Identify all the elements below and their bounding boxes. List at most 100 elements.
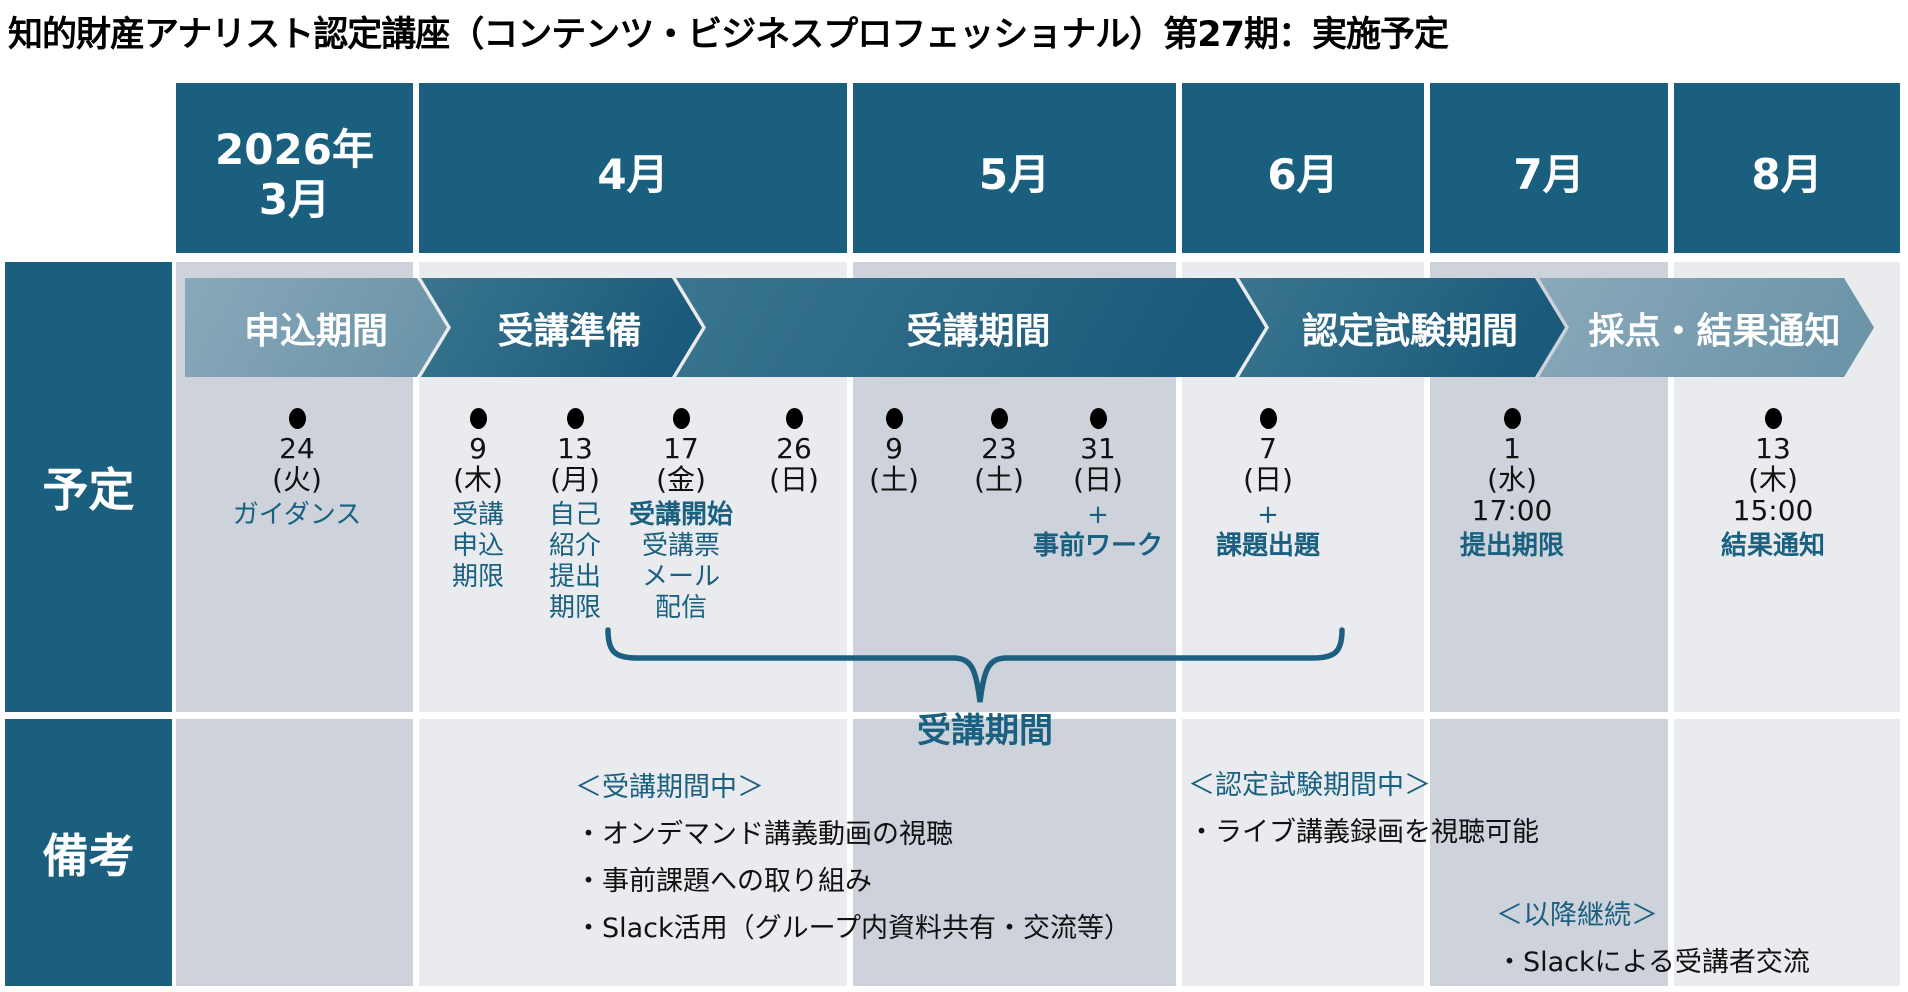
row-label-schedule: 予定 [5, 262, 172, 712]
event-note: 受講票 [641, 531, 720, 561]
phase-label: 受講準備 [497, 310, 642, 352]
brace-label: 受講期間 [917, 711, 1053, 751]
event-notes: 受講開始 受講票 メール 配信 [591, 500, 771, 624]
phase-arrow-course-preparation: 受講準備 [421, 278, 702, 377]
month-header-label: 8月 [1751, 149, 1823, 199]
timeline-dot [1764, 408, 1782, 429]
event-day: 23 [981, 432, 1017, 465]
phase-label: 申込期間 [243, 310, 388, 352]
event-may-9: 9 (土) [804, 408, 984, 495]
phase-label: 採点・結果通知 [1588, 310, 1841, 352]
event-notes: 受講 申込 期限 [388, 500, 568, 593]
event-day: 24 [279, 432, 315, 465]
phase-arrow-course-period: 受講期間 [676, 278, 1265, 377]
event-note: ガイダンス [232, 500, 362, 530]
event-day: 9 [885, 432, 903, 465]
event-may-23: 23 (土) [909, 408, 1089, 495]
timeline-dot [885, 408, 903, 429]
event-notes: 結果通知 [1683, 531, 1863, 562]
month-header-label: 3月 [258, 175, 331, 224]
event-weekday: (土) [869, 463, 919, 496]
event-note: 受講開始 [628, 500, 733, 530]
timeline-dot [990, 408, 1008, 429]
event-aug-13: 13 (木) 15:00 結果通知 [1683, 408, 1863, 562]
month-header-august: 8月 [1674, 83, 1900, 253]
event-notes: 自己 紹介 提出 期限 [485, 500, 665, 624]
event-notes: ガイダンス [207, 500, 387, 531]
event-weekday: (土) [974, 463, 1024, 496]
timeline-dot [288, 408, 306, 429]
event-note: 期限 [451, 562, 504, 592]
remark-title: ＜受講期間中＞ [575, 772, 764, 803]
phase-label: 認定試験期間 [1301, 310, 1518, 352]
remark-item: ・Slack活用（グループ内資料共有・交流等） [575, 913, 1132, 944]
remark-during-exam: ＜認定試験期間中＞ ・ライブ講義録画を視聴可能 [1188, 762, 1539, 856]
remark-during-course: ＜受講期間中＞ ・オンデマンド講義動画の視聴 ・事前課題への取り組み ・Slac… [575, 764, 1131, 952]
event-note: 期限 [548, 593, 601, 623]
event-may-31: 31 (日) + 事前ワーク [1008, 408, 1188, 562]
event-time: 17:00 [1471, 494, 1553, 527]
phase-arrow-grading-results: 採点・結果通知 [1539, 278, 1874, 377]
month-header-label: 4月 [597, 149, 669, 199]
event-day: 9 [469, 432, 487, 465]
event-note: 事前ワーク [1032, 531, 1163, 561]
page-title: 知的財産アナリスト認定講座（コンテンツ・ビジネスプロフェッショナル）第27期：実… [8, 15, 1449, 55]
event-weekday: (日) [1243, 463, 1293, 496]
event-note: 結果通知 [1720, 531, 1825, 561]
event-weekday: (日) [769, 463, 819, 496]
month-header-may: 5月 [853, 83, 1176, 253]
event-apr-9: 9 (木) 受講 申込 期限 [388, 408, 568, 593]
event-weekday: (木) [1748, 463, 1798, 496]
event-day: 17 [663, 432, 699, 465]
month-header-label: 7月 [1513, 149, 1585, 199]
event-weekday: (木) [453, 463, 503, 496]
month-header-label: 6月 [1267, 149, 1339, 199]
row-label-notes-text: 備考 [42, 828, 135, 883]
remark-item: ・事前課題への取り組み [575, 866, 872, 897]
timeline-dot [1503, 408, 1521, 429]
remark-title: ＜認定試験期間中＞ [1188, 770, 1431, 801]
event-note: 課題出題 [1215, 531, 1320, 561]
month-header-june: 6月 [1182, 83, 1424, 253]
timeline-dot [469, 408, 487, 429]
month-header-april: 4月 [419, 83, 847, 253]
event-day: 26 [776, 432, 812, 465]
timeline-dot [566, 408, 584, 429]
phase-label: 受講期間 [906, 310, 1051, 352]
remark-item: ・Slackによる受講者交流 [1496, 947, 1810, 978]
event-day: 13 [557, 432, 593, 465]
month-header-label: 5月 [978, 149, 1051, 199]
event-day: 7 [1259, 432, 1277, 465]
course-period-brace [605, 627, 1345, 703]
event-note: + [1257, 500, 1279, 530]
remark-after: ＜以降継続＞ ・Slackによる受講者交流 [1496, 892, 1810, 986]
event-apr-26: 26 (日) [704, 408, 884, 495]
event-day: 31 [1080, 432, 1116, 465]
row-label-notes: 備考 [5, 719, 172, 986]
month-header-july: 7月 [1430, 83, 1668, 253]
timeline-dot [785, 408, 803, 429]
event-note: 受講 [451, 500, 504, 530]
event-weekday: (水) [1487, 463, 1537, 496]
phase-arrow-application-period: 申込期間 [185, 278, 447, 377]
event-note: メール [641, 562, 720, 592]
event-weekday: (火) [272, 463, 322, 496]
event-notes: + 課題出題 [1178, 500, 1358, 562]
event-jun-7: 7 (日) + 課題出題 [1178, 408, 1358, 562]
column-bg-june-notes [1182, 719, 1424, 986]
event-note: 提出 [548, 562, 601, 592]
event-note: 紹介 [548, 531, 601, 561]
event-note: + [1087, 500, 1109, 530]
event-notes: + 事前ワーク [1008, 500, 1188, 562]
timeline-dot [1259, 408, 1277, 429]
remark-item: ・ライブ講義録画を視聴可能 [1188, 817, 1539, 848]
remark-title: ＜以降継続＞ [1496, 900, 1658, 931]
event-day: 1 [1503, 432, 1521, 465]
remark-item: ・オンデマンド講義動画の視聴 [575, 819, 953, 850]
timeline-dot [1089, 408, 1107, 429]
event-apr-13: 13 (月) 自己 紹介 提出 期限 [485, 408, 665, 624]
event-note: 提出期限 [1459, 531, 1564, 561]
column-bg-may-notes [853, 719, 1176, 986]
event-time: 15:00 [1732, 494, 1814, 527]
month-header-march: 2026年 3月 [176, 83, 413, 253]
